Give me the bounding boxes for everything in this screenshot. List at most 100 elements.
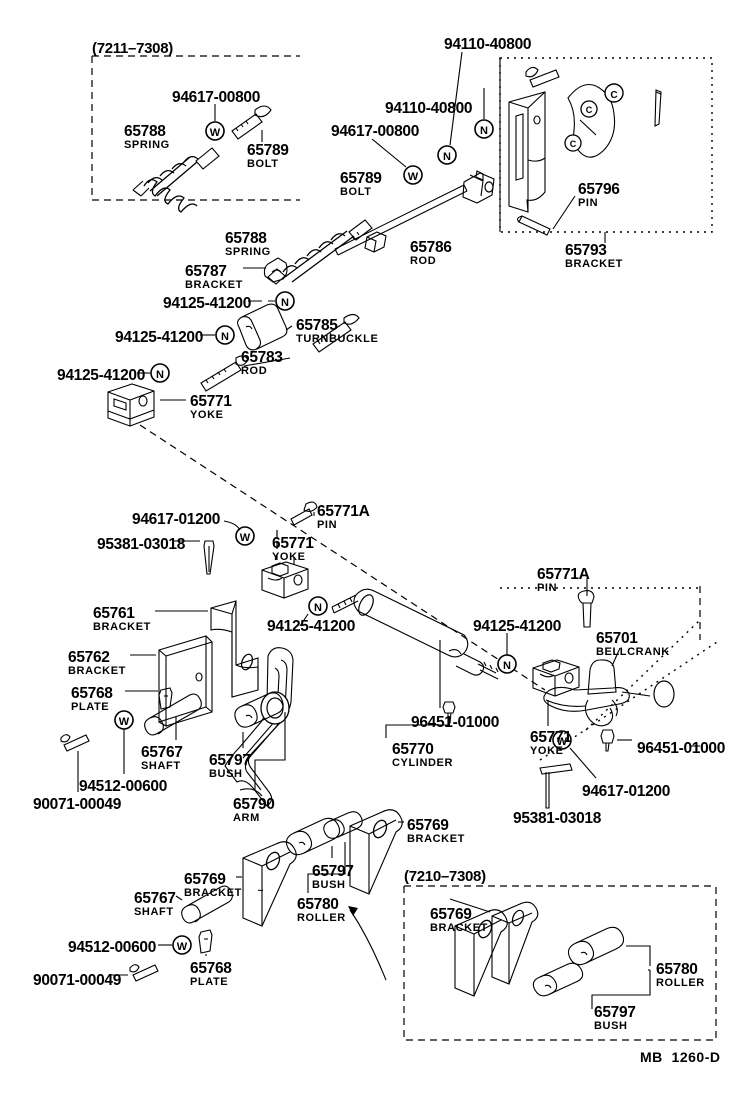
part-number: 65701 [596,630,638,647]
part-pin-inset [654,89,662,127]
part-label-94125-41200: 94125-41200 [115,330,203,346]
part-number: 94617-00800 [331,123,420,140]
svg-text:W: W [557,736,568,748]
part-label-96451-01000: 96451-01000 [637,741,725,757]
part-name: YOKE [530,744,564,757]
marker-nut-5: N [150,363,170,383]
part-number: 94110-40800 [444,36,532,53]
part-name: BUSH [209,767,243,780]
part-name: BRACKET [430,921,488,934]
part-number: 65767 [141,744,183,761]
part-number: 94512-00600 [79,778,168,795]
part-number: 65771 [530,729,572,746]
part-number: 95381-03018 [513,810,602,827]
part-number: 65797 [209,752,251,769]
part-number: 65768 [190,960,232,977]
part-label-96451-01000: 96451-01000 [411,715,499,731]
part-spring-65788-lower [267,219,373,285]
part-number: 94125-41200 [267,618,356,635]
svg-text:C: C [570,139,577,149]
part-pin-65771a-upper [290,501,318,526]
part-number: 96451-01000 [411,714,500,731]
marker-nut-2: N [474,119,494,139]
part-name: SPRING [225,245,271,258]
marker-washer-5: W [114,710,134,730]
marker-washer-6: W [172,935,192,955]
part-number: 65761 [93,605,135,622]
part-number: 95381-03018 [97,536,186,553]
part-plate-65768-lower [198,929,213,954]
part-name: BOLT [247,157,279,170]
part-name: BRACKET [185,278,243,291]
part-name: BRACKET [407,832,465,845]
svg-text:W: W [210,127,221,139]
part-number: 65789 [247,142,289,159]
part-washer-inset: C [604,83,624,103]
part-label-95381-03018: 95381-03018 [513,811,601,827]
inset-header-bottom: (7210–7308) [404,868,486,885]
svg-text:C: C [586,105,593,115]
part-number: 65769 [184,871,226,888]
part-bracket-65761 [210,600,259,698]
part-label-94617-01200: 94617-01200 [132,512,220,528]
part-number: 65771A [317,503,370,520]
part-lever-inset: C C [564,83,616,158]
assembly-dashed-line-main [139,424,546,691]
part-bellcrank-65701 [543,659,675,727]
part-shaft-65767-lower [181,885,233,924]
part-name: BRACKET [565,257,623,270]
part-cotter-pin-95381-upper [203,540,215,575]
part-bolt-inset [525,66,560,88]
part-plate-65768-upper [158,687,173,710]
part-number: 96451-01000 [637,740,726,757]
part-yoke-65771-upper [107,383,155,427]
marker-nut-6: N [308,596,328,616]
part-number: 65785 [296,317,338,334]
marker-washer-1: W [205,121,225,141]
part-label-95381-03018: 95381-03018 [97,537,185,553]
part-name: PLATE [190,975,229,988]
marker-nut-1: N [437,145,457,165]
svg-text:N: N [480,125,488,137]
part-bracket-65769-midleft [242,841,297,927]
part-name: ROLLER [297,911,346,924]
part-number: 65780 [656,961,698,978]
part-label-94512-00600: 94512-00600 [79,779,167,795]
part-label-94125-41200: 94125-41200 [163,296,251,312]
part-spring-65788-upper [132,147,220,213]
part-number: 65780 [297,896,339,913]
part-name: ARM [233,811,260,824]
part-roller-65780-inset [567,926,625,966]
part-name: SPRING [124,138,170,151]
marker-washer-2: W [403,165,423,185]
part-number: 65771A [537,566,590,583]
part-number: 65770 [392,741,434,758]
part-number: 65786 [410,239,452,256]
part-arm-65790 [224,647,294,807]
part-number: 94125-41200 [473,618,562,635]
part-name: BRACKET [184,886,242,899]
part-name: ROD [241,364,268,377]
marker-nut-4: N [215,325,235,345]
part-name: BRACKET [93,620,151,633]
part-fitting-96451-right [600,729,615,752]
part-number: 65793 [565,242,607,259]
part-name: PIN [578,196,599,209]
